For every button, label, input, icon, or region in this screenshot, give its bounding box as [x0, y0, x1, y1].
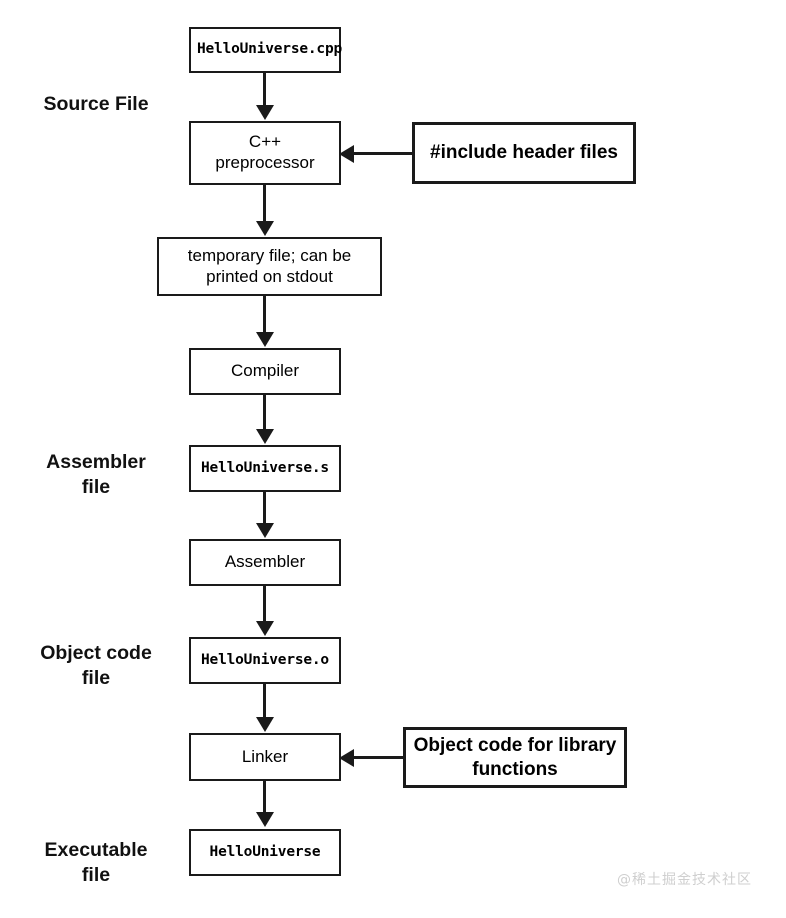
stage-label-executable-file: Executable file	[44, 839, 148, 886]
arrowhead-assembler-to-hellouniverse-o	[256, 621, 274, 636]
arrowhead-library-to-linker	[339, 749, 354, 767]
connector-line-linker-to-hellouniverse-exe	[263, 781, 266, 815]
node-hellouniverse-s-label: HelloUniverse.s	[201, 459, 329, 476]
arrowhead-include-to-preprocessor	[339, 145, 354, 163]
node-hellouniverse-s[interactable]: HelloUniverse.s	[189, 445, 341, 492]
node-hellouniverse-cpp-label: HelloUniverse.cpp	[197, 41, 343, 58]
node-hellouniverse-o[interactable]: HelloUniverse.o	[189, 637, 341, 684]
node-temporary-file[interactable]: temporary file; can be printed on stdout	[157, 237, 382, 296]
node-cpp-preprocessor-label: C++ preprocessor	[215, 132, 315, 172]
connector-line-hellouniverse-o-to-linker	[263, 684, 266, 719]
node-linker-label: Linker	[241, 746, 289, 766]
stage-label-object-code-file: Object code file	[40, 642, 152, 689]
node-compiler[interactable]: Compiler	[189, 348, 341, 395]
node-cpp-preprocessor[interactable]: C++ preprocessor	[189, 121, 341, 185]
node-include-header-files-label: #include header files	[430, 142, 618, 164]
arrowhead-compiler-to-hellouniverse-s	[256, 429, 274, 444]
arrowhead-hellouniverse-s-to-assembler	[256, 523, 274, 538]
node-object-code-library-label: Object code for library functions	[413, 735, 617, 780]
node-hellouniverse-cpp[interactable]: HelloUniverse.cpp	[189, 27, 343, 73]
node-object-code-library[interactable]: Object code for library functions	[403, 727, 627, 788]
node-hellouniverse-o-label: HelloUniverse.o	[201, 651, 329, 668]
connector-line-library-to-linker	[353, 756, 403, 759]
node-include-header-files[interactable]: #include header files	[412, 122, 636, 184]
stage-label-assembler-file: Assembler file	[46, 451, 146, 498]
node-temporary-file-label: temporary file; can be printed on stdout	[187, 245, 352, 286]
connector-line-compiler-to-hellouniverse-s	[263, 395, 266, 431]
node-assembler[interactable]: Assembler	[189, 539, 341, 586]
watermark-text: @稀土掘金技术社区	[617, 872, 752, 888]
node-linker[interactable]: Linker	[189, 733, 341, 781]
connector-line-assembler-to-hellouniverse-o	[263, 586, 266, 623]
arrowhead-cpp-to-preprocessor	[256, 105, 274, 120]
arrowhead-hellouniverse-o-to-linker	[256, 717, 274, 732]
arrowhead-temporary-file-to-compiler	[256, 332, 274, 347]
node-assembler-label: Assembler	[224, 552, 306, 572]
connector-line-include-to-preprocessor	[353, 152, 412, 155]
stage-label-source-file: Source File	[43, 93, 149, 115]
connector-line-hellouniverse-s-to-assembler	[263, 492, 266, 526]
node-hellouniverse-exe-label: HelloUniverse	[209, 843, 321, 860]
arrowhead-linker-to-hellouniverse-exe	[256, 812, 274, 827]
connector-line-temporary-file-to-compiler	[263, 296, 266, 335]
connector-line-preprocessor-to-temporary-file	[263, 185, 266, 224]
arrowhead-preprocessor-to-temporary-file	[256, 221, 274, 236]
node-hellouniverse-exe[interactable]: HelloUniverse	[189, 829, 341, 876]
node-compiler-label: Compiler	[230, 361, 300, 381]
connector-line-cpp-to-preprocessor	[263, 73, 266, 108]
